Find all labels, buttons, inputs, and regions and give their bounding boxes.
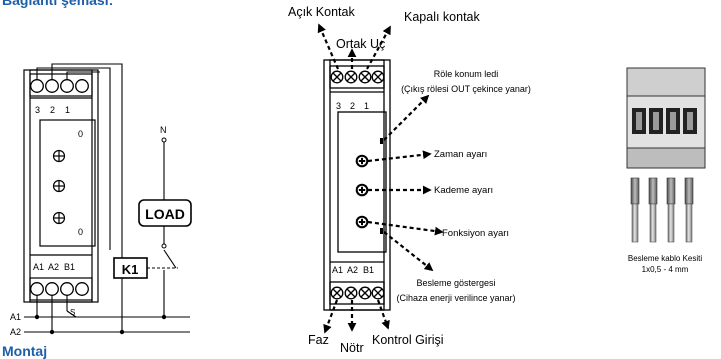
callout-arrows	[317, 23, 444, 334]
terminal-label-1: 1	[65, 105, 70, 115]
callout-kapali-kontak: Kapalı kontak	[404, 10, 480, 24]
callout-kademe: Kademe ayarı	[434, 185, 493, 196]
terminal-block-image	[626, 67, 706, 169]
screw-terminal-a1	[330, 286, 344, 300]
screw-terminal-extra-bottom	[371, 286, 385, 300]
pot-label-top: 0	[78, 129, 83, 139]
screw-terminal-b1	[358, 286, 372, 300]
adjust-knob-function	[52, 211, 66, 225]
k1-label: K1	[122, 262, 139, 277]
device-terminal-a2: A2	[347, 265, 358, 275]
cable-section-label: Besleme kablo Kesiti	[628, 254, 702, 263]
annotated-device: 3 2 1 A1 A2 B1 Açık Kontak Kapalı kontak…	[288, 5, 531, 355]
callout-fonksiyon: Fonksiyon ayarı	[442, 228, 509, 239]
bus-label-a2: A2	[10, 327, 21, 337]
supply-bus	[24, 270, 190, 333]
callout-kontrol-girisi: Kontrol Girişi	[372, 333, 444, 347]
time-knob-icon	[355, 154, 369, 168]
load-label: LOAD	[145, 206, 185, 222]
callout-role-ledi-detail: (Çıkış rölesi OUT çekince yanar)	[401, 84, 531, 94]
load-box	[138, 199, 192, 227]
terminal-label-3: 3	[35, 105, 40, 115]
cable-section-value: 1x0,5 - 4 mm	[642, 265, 689, 274]
device-terminal-b1: B1	[363, 265, 374, 275]
pot-label-bottom: 0	[78, 227, 83, 237]
callout-notr: Nötr	[340, 341, 364, 355]
output-wires	[36, 63, 123, 332]
adjust-knob-time	[52, 149, 66, 163]
cable-ferrules-image	[630, 177, 694, 243]
bus-junction-dots	[34, 314, 167, 335]
device-terminal-1: 1	[364, 101, 369, 111]
callout-faz: Faz	[308, 333, 329, 347]
terminal-label-a2: A2	[48, 262, 59, 272]
terminal-label-b1: B1	[64, 262, 75, 272]
device-terminal-a1: A1	[332, 265, 343, 275]
device-housing	[323, 59, 391, 311]
top-terminal-row	[30, 79, 89, 93]
screw-terminal-extra-top	[371, 70, 385, 84]
bus-label-a1: A1	[10, 312, 21, 322]
neutral-label: N	[160, 125, 167, 135]
terminal-label-a1: A1	[33, 262, 44, 272]
callout-acik-kontak: Açık Kontak	[288, 5, 355, 19]
screw-terminal-2	[344, 70, 358, 84]
screw-terminal-1	[358, 70, 372, 84]
screw-terminal-a2	[344, 286, 358, 300]
screw-terminal-3	[330, 70, 344, 84]
adjust-knob-scale	[52, 179, 66, 193]
callout-role-ledi: Röle konum ledi	[434, 69, 499, 79]
callout-besleme-detail: (Cihaza enerji verilince yanar)	[396, 293, 515, 303]
terminal-block-and-cable: Besleme kablo Kesiti 1x0,5 - 4 mm	[626, 67, 706, 274]
heading-baglanti-semasi: Bağlantı şeması:	[2, 0, 114, 8]
wiring-schematic: 3 2 1 0 0 A1 A2 B1	[10, 63, 192, 337]
terminal-label-2: 2	[50, 105, 55, 115]
device-terminal-2: 2	[350, 101, 355, 111]
device-terminal-3: 3	[336, 101, 341, 111]
switch-label-s: S	[70, 308, 75, 317]
bottom-terminal-row	[30, 282, 89, 296]
function-knob-icon	[355, 215, 369, 229]
relay-led-icon	[380, 138, 383, 144]
scale-knob-icon	[355, 183, 369, 197]
relay-housing	[23, 69, 99, 303]
callout-zaman: Zaman ayarı	[434, 149, 487, 160]
callout-ortak-uc: Ortak Uç	[336, 37, 385, 51]
callout-besleme: Besleme göstergesi	[416, 278, 495, 288]
power-led-icon	[380, 228, 383, 234]
